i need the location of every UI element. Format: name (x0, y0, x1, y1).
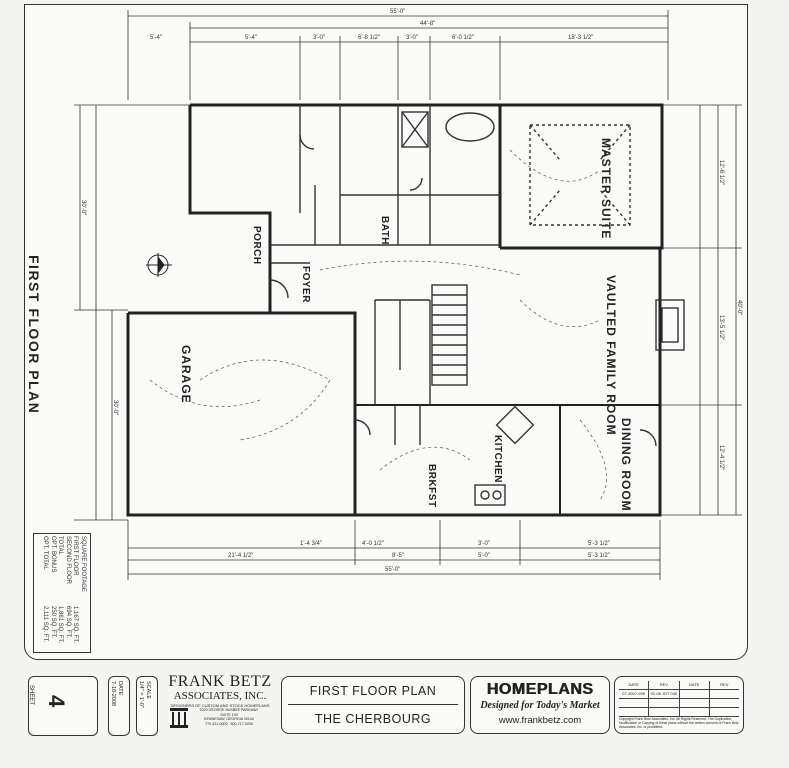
room-label-brkfst: BRKFST (426, 464, 437, 508)
svg-text:12'-4 1/2": 12'-4 1/2" (718, 445, 724, 470)
room-label-foyer: FOYER (300, 266, 311, 303)
room-label-garage: GARAGE (179, 345, 193, 404)
frank-betz-logo: FRANK BETZ ASSOCIATES, INC. DESIGNERS OF… (166, 674, 274, 740)
svg-text:1'-4 3/4": 1'-4 3/4" (300, 541, 322, 547)
room-label-bath: BATH (379, 216, 390, 246)
dim-overall-top-2: 44'-8" (420, 21, 435, 27)
room-label-master-suite: MASTER SUITE (599, 138, 613, 240)
sqft-header: SQUARE FOOTAGE (80, 536, 86, 592)
brand-name: HOMEPLANS (486, 681, 594, 698)
svg-text:3'-0": 3'-0" (406, 35, 418, 41)
exterior-wall-main (190, 103, 664, 517)
svg-text:5'-4": 5'-4" (150, 35, 162, 41)
svg-text:12'-6 1/2": 12'-6 1/2" (718, 160, 724, 185)
north-arrow-icon (146, 253, 172, 277)
room-label-kitchen: KITCHEN (492, 435, 503, 483)
sheet-title-vertical: FIRST FLOOR PLAN (26, 255, 42, 415)
svg-text:5'-0": 5'-0" (478, 553, 490, 559)
svg-text:30'-0": 30'-0" (80, 200, 86, 215)
svg-text:6'-8 1/2": 6'-8 1/2" (358, 35, 380, 41)
sheet-number: 4 (44, 695, 69, 708)
svg-text:8'-5": 8'-5" (392, 553, 404, 559)
svg-text:18'-3 1/2": 18'-3 1/2" (568, 35, 593, 41)
svg-text:5'-3 1/2": 5'-3 1/2" (588, 541, 610, 547)
plan-title: FIRST FLOOR PLAN (309, 684, 437, 698)
dim-overall-top: 55'-0" (390, 9, 405, 15)
room-label-porch: PORCH (251, 226, 262, 265)
column-logo-icon (170, 708, 188, 728)
svg-text:4'-0 1/2": 4'-0 1/2" (362, 541, 384, 547)
svg-text:3'-0": 3'-0" (313, 35, 325, 41)
svg-text:21'-4 1/2": 21'-4 1/2" (228, 553, 253, 559)
plan-name: THE CHERBOURG (314, 712, 432, 726)
room-label-dining-room: DINING ROOM (619, 418, 633, 512)
svg-text:40'-0": 40'-0" (736, 300, 742, 315)
sheet-number-box: SHEET 4 (28, 676, 98, 736)
sheet-border (24, 4, 748, 660)
copyright-note: Copyright Frank Betz Associates, Inc. Al… (619, 717, 739, 729)
brand-url: www.frankbetz.com (498, 715, 582, 726)
dim-overall-bottom: 55'-0" (385, 567, 400, 573)
room-label-vaulted-family-room: VAULTED FAMILY ROOM (604, 275, 618, 436)
svg-text:13'-5 1/2": 13'-5 1/2" (718, 315, 724, 340)
exterior-wall-garage (126, 311, 357, 517)
svg-text:6'-0 1/2": 6'-0 1/2" (452, 35, 474, 41)
homeplans-brand-box: HOMEPLANS Designed for Today's Market ww… (470, 676, 610, 734)
svg-text:5'-4": 5'-4" (245, 35, 257, 41)
svg-text:5'-3 1/2": 5'-3 1/2" (588, 553, 610, 559)
brand-slogan: Designed for Today's Market (480, 700, 600, 711)
svg-text:30'-0": 30'-0" (112, 400, 118, 415)
plan-title-box: FIRST FLOOR PLAN THE CHERBOURG (281, 676, 465, 734)
svg-text:3'-0": 3'-0" (478, 541, 490, 547)
